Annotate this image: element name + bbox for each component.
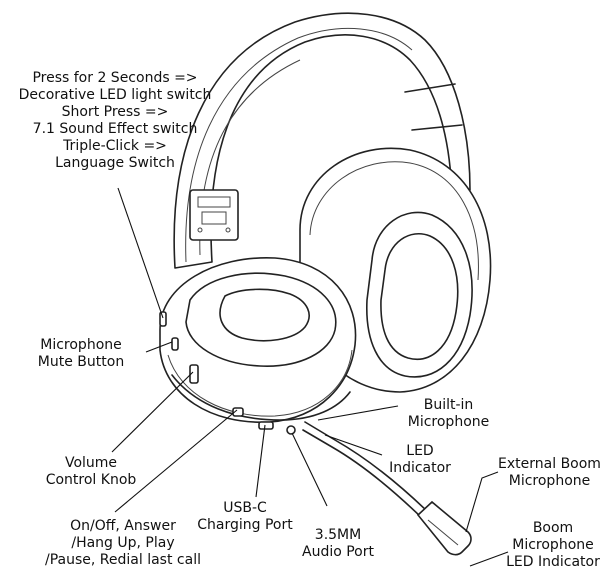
left-ear-cup — [159, 257, 357, 423]
callout-line: Press for 2 Seconds => — [32, 70, 198, 86]
leader-lines — [111, 187, 509, 567]
callout-line: LED — [406, 443, 434, 459]
callout-usbc: USB-C Charging Port — [190, 500, 300, 534]
callout-led: LED Indicator — [380, 443, 460, 477]
callout-line: Decorative LED light switch — [18, 87, 212, 103]
callout-line: Microphone — [40, 337, 122, 353]
callout-line: External Boom — [498, 456, 601, 472]
callout-line: Built-in — [423, 397, 474, 413]
callout-line: 3.5MM — [314, 527, 362, 543]
callout-line: LED Indicator — [506, 554, 600, 570]
callout-boom-led: Boom Microphone LED Indicator — [498, 520, 608, 571]
callout-line: Boom — [532, 520, 574, 536]
callout-line: Microphone — [512, 537, 594, 553]
callout-line: Audio Port — [302, 544, 374, 560]
callout-mic-mute: Microphone Mute Button — [16, 337, 146, 371]
callout-line: Microphone — [508, 473, 591, 489]
callout-line: Mute Button — [37, 354, 125, 370]
boom-microphone — [302, 421, 472, 556]
callout-line: /Pause, Redial last call — [45, 552, 201, 568]
callout-line: Microphone — [407, 414, 490, 430]
callout-button-modes: Press for 2 Seconds => Decorative LED li… — [10, 70, 220, 172]
callout-builtin-mic: Built-in Microphone — [396, 397, 501, 431]
callout-power: On/Off, Answer /Hang Up, Play /Pause, Re… — [28, 518, 218, 569]
callout-line: Charging Port — [197, 517, 293, 533]
callout-audio-port: 3.5MM Audio Port — [288, 527, 388, 561]
callout-line: Short Press => — [61, 104, 169, 120]
callout-line: Triple-Click => — [63, 138, 167, 154]
callout-line: Indicator — [389, 460, 451, 476]
callout-line: Control Knob — [45, 472, 137, 488]
hinge-slider — [189, 189, 239, 241]
callout-line: Volume — [64, 455, 118, 471]
side-buttons — [159, 311, 296, 435]
callout-line: /Hang Up, Play — [71, 535, 175, 551]
callout-ext-mic: External Boom Microphone — [492, 456, 607, 490]
callout-line: On/Off, Answer — [70, 518, 176, 534]
callout-line: USB-C — [223, 500, 267, 516]
callout-line: Language Switch — [55, 155, 175, 171]
callout-volume: Volume Control Knob — [36, 455, 146, 489]
callout-line: 7.1 Sound Effect switch — [32, 121, 198, 137]
